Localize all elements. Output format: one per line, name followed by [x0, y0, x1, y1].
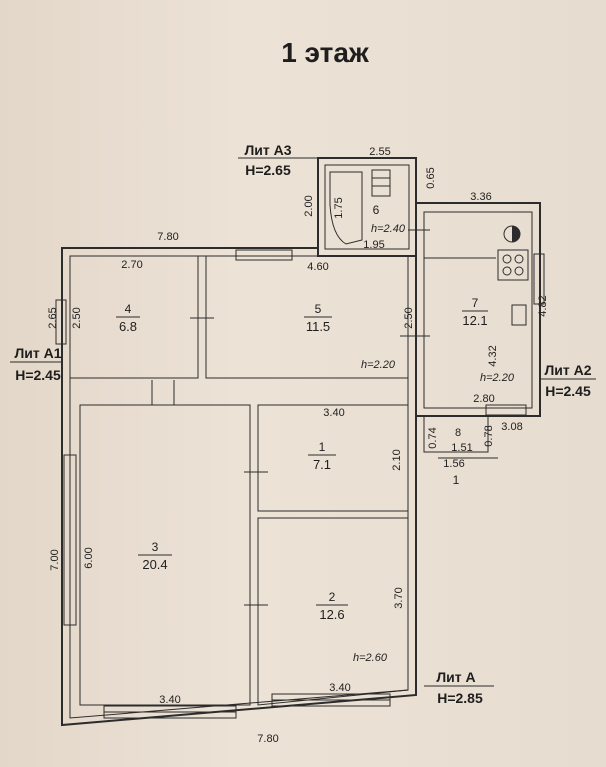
dim-room5-height: 2.50 — [403, 307, 415, 328]
dim-a3-195: 1.95 — [363, 239, 384, 251]
room-5-number: 5 — [315, 302, 322, 316]
room-6-height: h=2.40 — [371, 223, 406, 235]
dim-a3-bath: 1.75 — [333, 197, 345, 218]
room-7-outline — [423, 211, 533, 409]
room-3-number: 3 — [152, 540, 159, 554]
dim-a2-308: 3.08 — [501, 421, 522, 433]
lit-a3-height: H=2.65 — [245, 162, 291, 178]
dim-room5-width: 4.60 — [307, 261, 328, 273]
room-2-outline — [257, 517, 409, 706]
dim-room3-width: 3.40 — [159, 694, 180, 706]
room-2-height: h=2.60 — [353, 652, 388, 664]
room-1-number: 1 — [319, 440, 326, 454]
dim-porch-156: 1.56 — [443, 458, 464, 470]
window-room4 — [55, 299, 67, 345]
room-4-number: 4 — [125, 302, 132, 316]
room-2-area: 12.6 — [319, 607, 344, 622]
dim-porch-078: 0.78 — [483, 425, 495, 446]
room-2-number: 2 — [329, 590, 336, 604]
main-house-outline — [61, 247, 417, 727]
room-5-outline — [205, 255, 409, 379]
dim-a3-height: 2.00 — [303, 195, 315, 216]
room-3-area: 20.4 — [142, 557, 167, 572]
dim-room4-height: 2.50 — [71, 307, 83, 328]
dim-left-700: 7.00 — [49, 549, 61, 570]
room-8-outline — [423, 415, 489, 453]
plan-title: 1 этаж — [281, 37, 370, 68]
room-6-number: 6 — [373, 203, 380, 217]
dim-left-265: 2.65 — [47, 307, 59, 328]
dim-a2-height: 4.82 — [537, 295, 549, 316]
room-5-height: h=2.20 — [361, 359, 396, 371]
room-7-number: 7 — [472, 296, 479, 310]
dim-a3-width: 2.55 — [369, 146, 390, 158]
window-room7 — [533, 253, 545, 305]
window-north — [235, 249, 293, 261]
window-room7-south — [485, 404, 527, 416]
room-7-height: h=2.20 — [480, 372, 515, 384]
dim-a2-width: 3.36 — [470, 191, 491, 203]
lit-a2-name: Лит А2 — [544, 362, 591, 378]
room-6-outline — [324, 164, 410, 250]
lit-a3-name: Лит А3 — [244, 142, 291, 158]
sink-icon — [511, 304, 527, 326]
stair-icon — [371, 169, 391, 197]
dim-porch-151: 1.51 — [451, 442, 472, 454]
room-1-area: 7.1 — [313, 457, 331, 472]
lit-a1-name: Лит А1 — [14, 345, 61, 361]
lit-a2-height: H=2.45 — [545, 383, 591, 399]
dim-room3-height: 6.00 — [83, 547, 95, 568]
room-1-outline — [257, 404, 409, 512]
lit-a-name: Лит А — [436, 669, 475, 685]
room-3-outline — [79, 404, 251, 706]
dim-a2-inner-width: 2.80 — [473, 393, 494, 405]
porch-label: 1 — [453, 473, 460, 487]
dim-room4-width: 2.70 — [121, 259, 142, 271]
dim-room2-height: 3.70 — [393, 587, 405, 608]
dim-room1-height: 2.10 — [391, 449, 403, 470]
bathtub-icon — [329, 171, 363, 245]
lit-a-height: H=2.85 — [437, 690, 483, 706]
stove-icon — [497, 249, 529, 281]
room-4-area: 6.8 — [119, 319, 137, 334]
room-8-number: 8 — [455, 427, 461, 439]
dim-a3-065: 0.65 — [425, 167, 437, 188]
dim-top-width: 7.80 — [157, 231, 178, 243]
dim-porch-074: 0.74 — [427, 427, 439, 448]
dim-room1-width: 3.40 — [323, 407, 344, 419]
lit-a1-height: H=2.45 — [15, 367, 61, 383]
dim-a2-inner-height: 4.32 — [487, 345, 499, 366]
dim-bottom-width: 7.80 — [257, 733, 278, 745]
room-7-area: 12.1 — [462, 313, 487, 328]
dim-room2-width: 3.40 — [329, 682, 350, 694]
room-5-area: 11.5 — [306, 319, 330, 334]
